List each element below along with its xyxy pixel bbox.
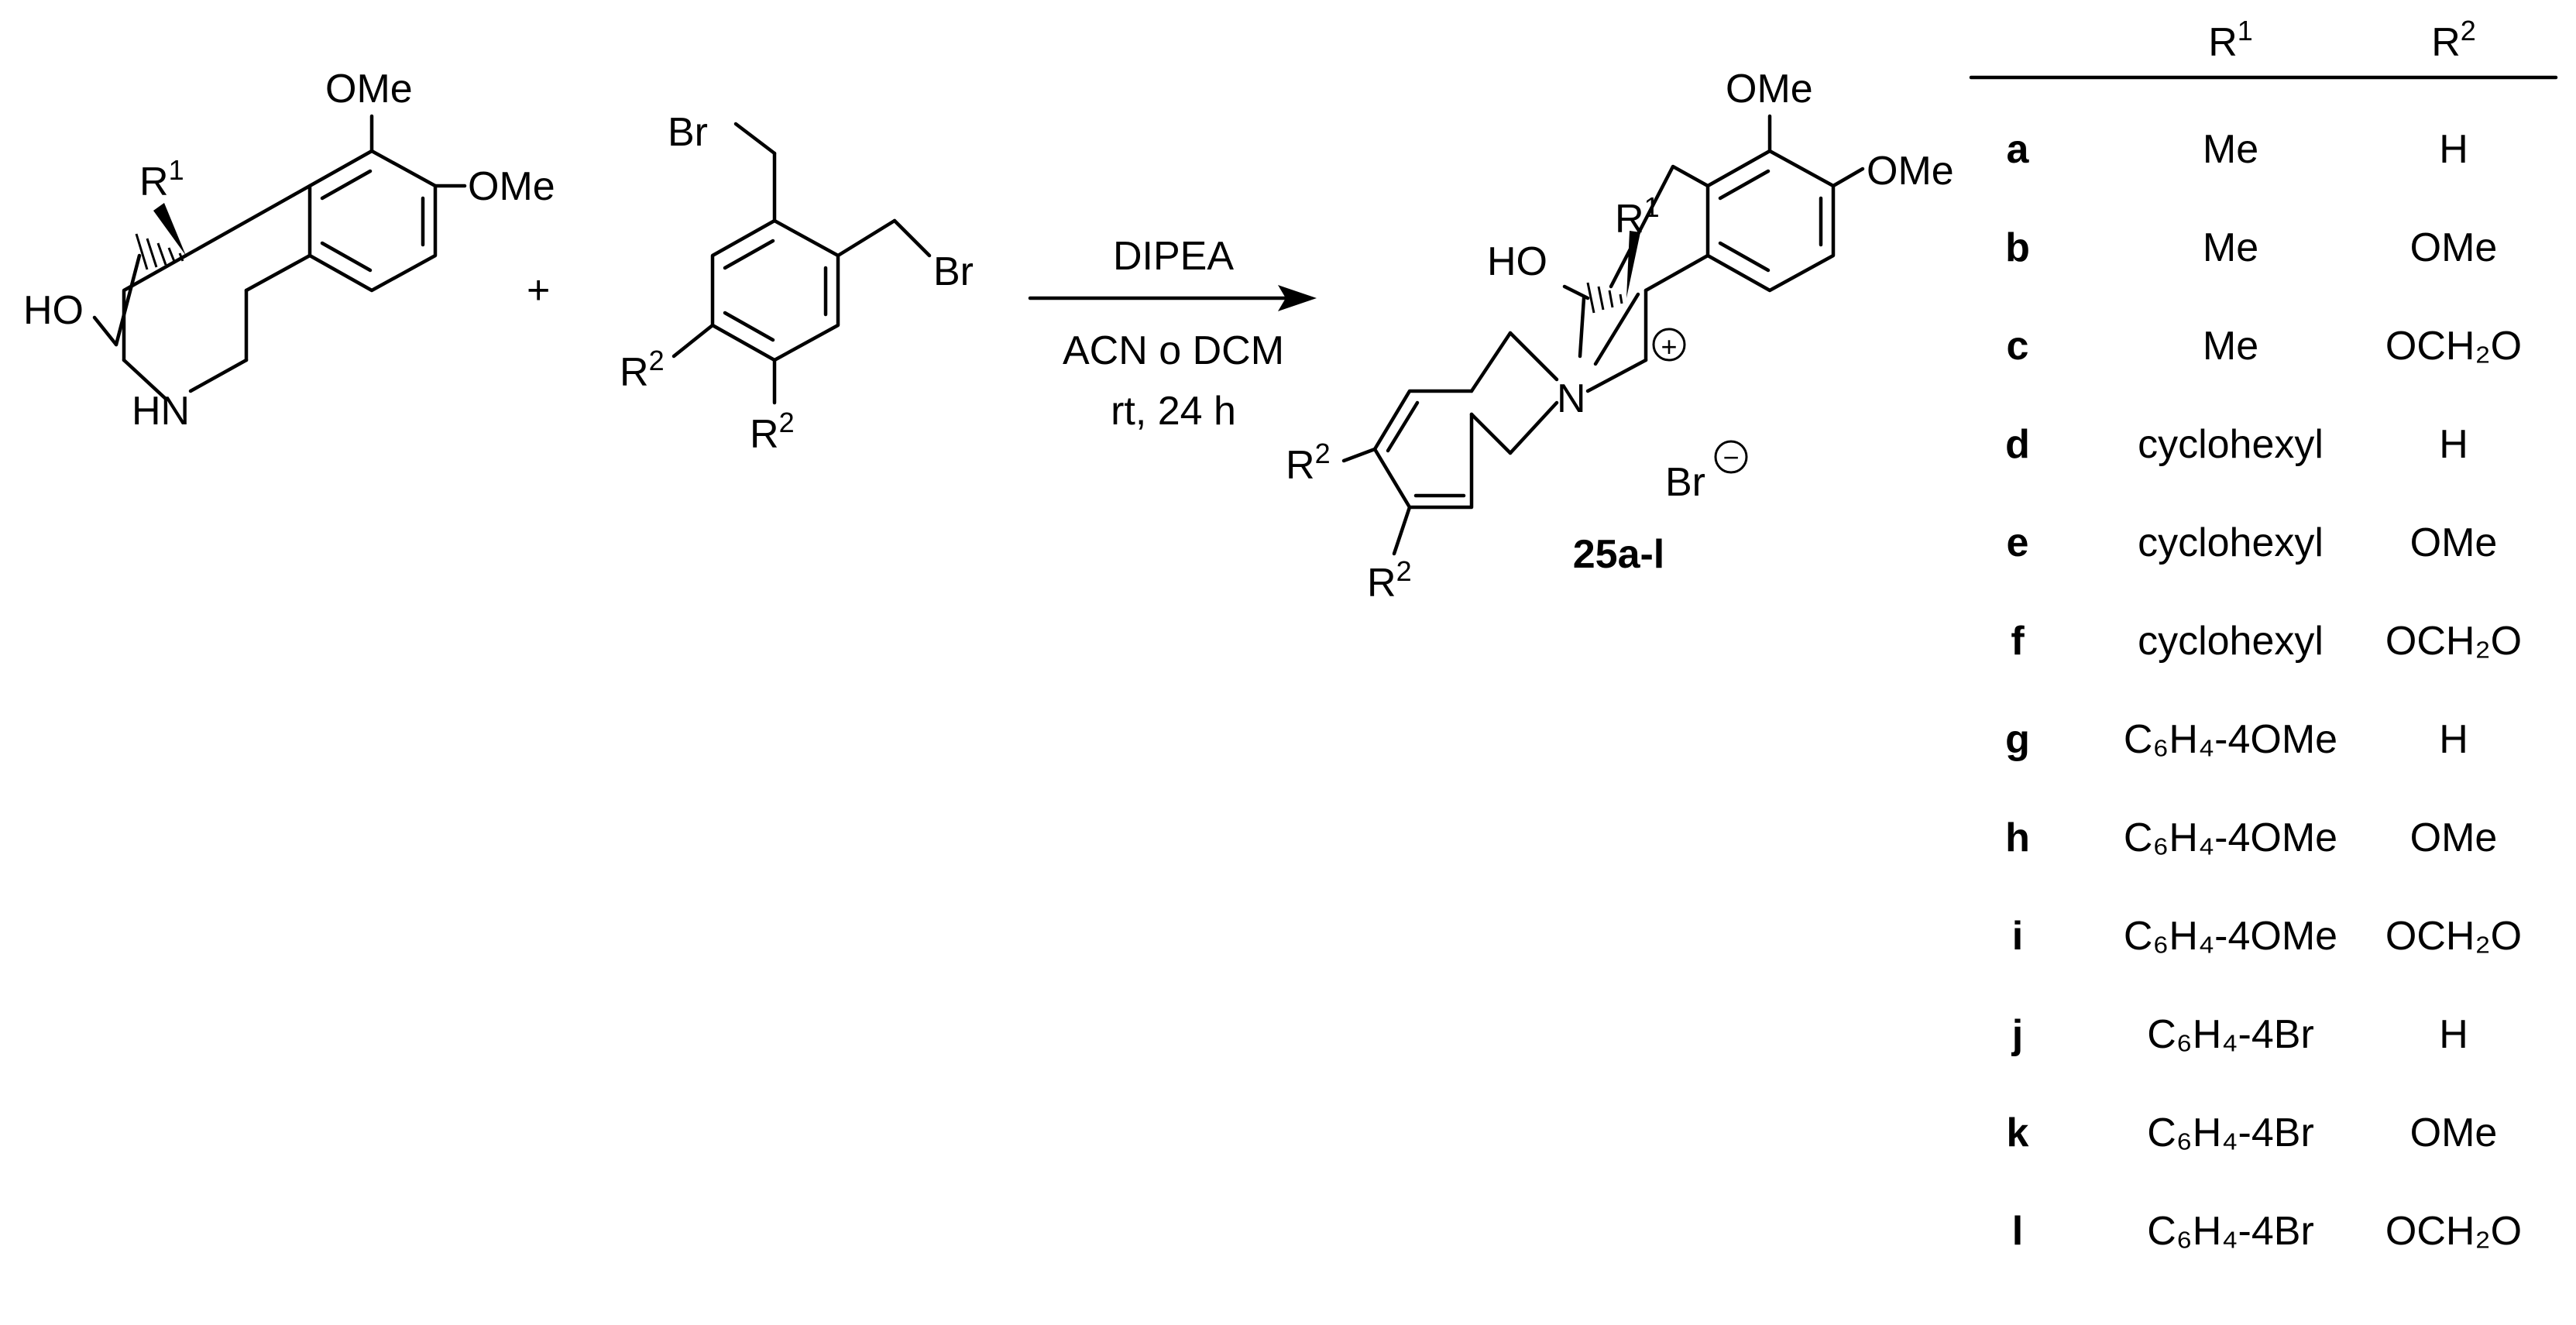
table-cell-r1: C₆H₄-4Br <box>2147 1209 2314 1254</box>
r1-ho: HO <box>23 288 84 333</box>
table-cell-r2: OMe <box>2410 815 2498 860</box>
table-row: b Me OMe <box>2005 225 2497 270</box>
table-cell-id: l <box>2012 1209 2023 1254</box>
table-cell-id: i <box>2012 914 2023 959</box>
reactant-1-structure <box>92 114 467 401</box>
table-cell-r2: OCH₂O <box>2385 1209 2522 1254</box>
table-cell-r1: Me <box>2203 324 2258 369</box>
table-cell-id: k <box>2007 1110 2029 1155</box>
table-header-r2: R2 <box>2431 15 2476 65</box>
table-cell-id: d <box>2005 422 2030 467</box>
table-row: i C₆H₄-4OMe OCH₂O <box>2012 914 2522 959</box>
table-row: c Me OCH₂O <box>2007 324 2523 369</box>
table-cell-id: g <box>2005 717 2030 762</box>
stereo-wedge <box>153 203 186 256</box>
table-cell-r2: OCH₂O <box>2385 324 2522 369</box>
reaction-arrow <box>1028 285 1317 311</box>
r2-br-right: Br <box>933 249 974 294</box>
table-row: k C₆H₄-4Br OMe <box>2007 1110 2498 1155</box>
stereo-hash <box>135 233 184 270</box>
table-cell-id: f <box>2011 619 2025 664</box>
negative-charge <box>1714 440 1748 474</box>
product-structure <box>1341 114 1865 556</box>
r1-ome-top: OMe <box>325 67 413 112</box>
table-cell-r2: OCH₂O <box>2385 619 2522 664</box>
table-cell-id: h <box>2005 815 2030 860</box>
table-cell-r1: cyclohexyl <box>2138 422 2324 467</box>
p-plus-charge: + <box>1661 331 1677 362</box>
table-cell-id: a <box>2007 127 2030 172</box>
table-cell-r2: OMe <box>2410 1110 2498 1155</box>
table-header-r1: R1 <box>2208 15 2253 65</box>
table-row: d cyclohexyl H <box>2005 422 2468 467</box>
p-r2-bottom: R2 <box>1367 555 1412 606</box>
table-row: h C₆H₄-4OMe OMe <box>2005 815 2497 860</box>
table-cell-r1: C₆H₄-4Br <box>2147 1110 2314 1155</box>
p-ho: HO <box>1487 239 1547 284</box>
condition-time: rt, 24 h <box>1111 389 1236 434</box>
p-minus-charge: − <box>1722 441 1739 473</box>
table-cell-r1: cyclohexyl <box>2138 619 2324 664</box>
reactant-2-structure <box>671 122 932 405</box>
r1-ome-right: OMe <box>468 164 555 209</box>
table-cell-id: b <box>2005 225 2030 270</box>
table-row: j C₆H₄-4Br H <box>2011 1012 2468 1057</box>
table-cell-r2: H <box>2439 717 2468 762</box>
r2-r2-left: R2 <box>620 345 665 395</box>
plus-sign: + <box>527 268 550 313</box>
p-br: Br <box>1665 460 1705 505</box>
table-row: e cyclohexyl OMe <box>2007 520 2498 565</box>
table-cell-id: e <box>2007 520 2029 565</box>
p-ome-right: OMe <box>1867 149 1954 194</box>
table-cell-r1: C₆H₄-4OMe <box>2124 717 2337 762</box>
p-ome-top: OMe <box>1726 67 1813 112</box>
table-row: l C₆H₄-4Br OCH₂O <box>2012 1209 2522 1254</box>
table-row: a Me H <box>2007 127 2468 172</box>
table-cell-r1: C₆H₄-4Br <box>2147 1012 2314 1057</box>
positive-charge <box>1652 328 1686 362</box>
table-cell-id: c <box>2007 324 2029 369</box>
table-cell-r1: C₆H₄-4OMe <box>2124 815 2337 860</box>
table-cell-r2: H <box>2439 422 2468 467</box>
stereo-hash <box>1586 282 1623 314</box>
compound-label: 25a-l <box>1573 532 1665 577</box>
p-n: N <box>1557 376 1586 421</box>
p-r2-left: R2 <box>1286 438 1331 488</box>
condition-solvent: ACN o DCM <box>1063 328 1284 373</box>
r2-br-top: Br <box>668 110 708 155</box>
stereo-wedge <box>1626 231 1640 298</box>
table-cell-id: j <box>2011 1012 2023 1057</box>
table-cell-r2: OMe <box>2410 225 2498 270</box>
table-cell-r1: Me <box>2203 127 2258 172</box>
table-cell-r2: H <box>2439 1012 2468 1057</box>
table-cell-r1: cyclohexyl <box>2138 520 2324 565</box>
table-cell-r1: Me <box>2203 225 2258 270</box>
table-row: f cyclohexyl OCH₂O <box>2011 619 2522 664</box>
table-cell-r2: OMe <box>2410 520 2498 565</box>
table-cell-r1: C₆H₄-4OMe <box>2124 914 2337 959</box>
r2-r2-bottom: R2 <box>750 407 795 457</box>
r1-hn: HN <box>132 389 190 434</box>
table-row: g C₆H₄-4OMe H <box>2005 717 2468 762</box>
r1-r1-label: R1 <box>139 154 184 204</box>
table-cell-r2: H <box>2439 127 2468 172</box>
condition-reagent: DIPEA <box>1113 234 1234 279</box>
p-r1-label: R1 <box>1615 191 1660 242</box>
table-cell-r2: OCH₂O <box>2385 914 2522 959</box>
